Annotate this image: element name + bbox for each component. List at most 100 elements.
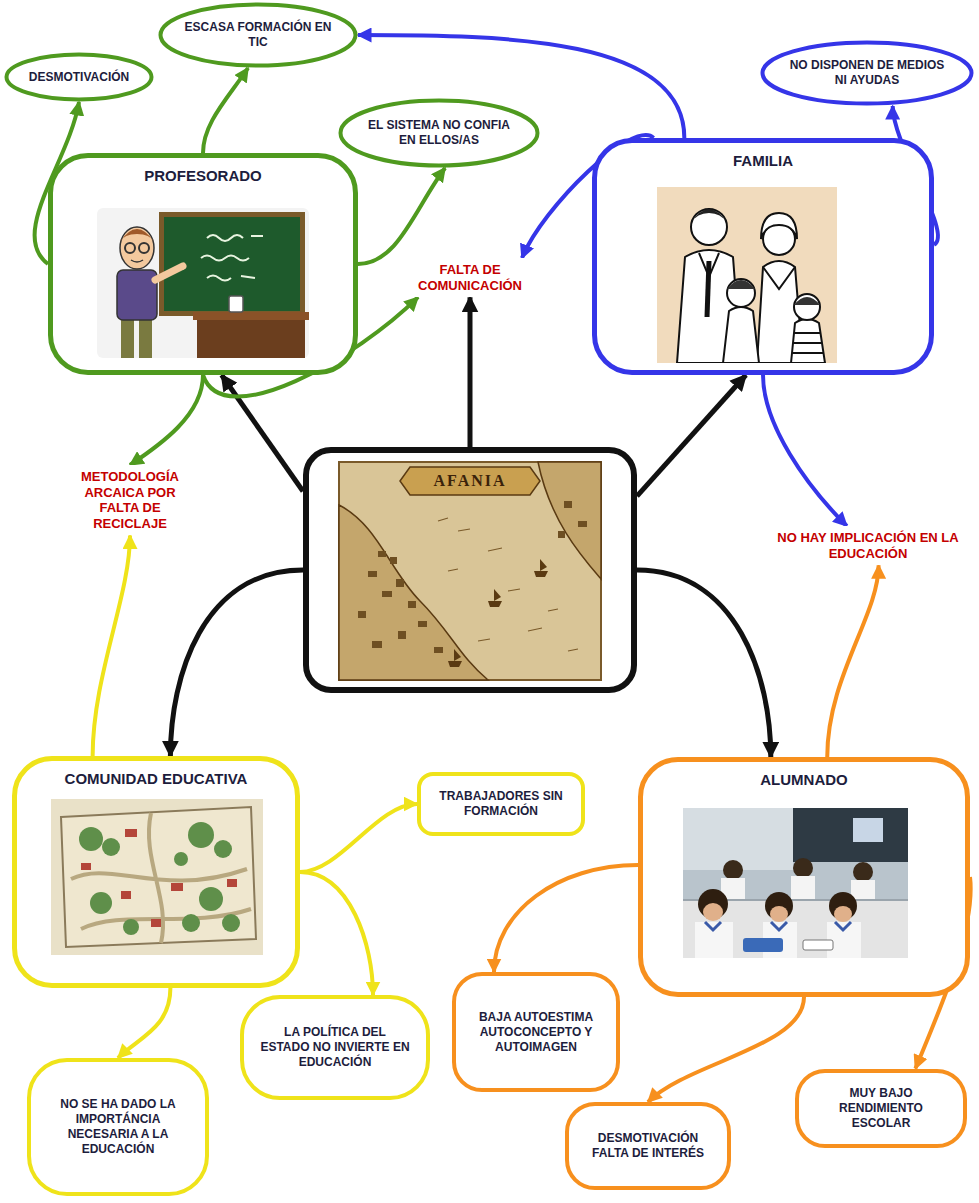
old-map-illustration-part <box>368 571 377 577</box>
effect-label: FALTA DE COMUNICACIÓN <box>405 258 535 297</box>
teacher-illustration-part <box>155 266 183 280</box>
family-illustration-part <box>707 261 709 317</box>
ellipse-text-area: ESCASA FORMACIÓN EN TIC <box>180 20 336 50</box>
community-map-illustration-part <box>188 822 214 848</box>
banner-title: AFANIA <box>309 470 631 492</box>
classroom-photo-illustration <box>683 808 908 958</box>
ellipse-text-area: DESMOTIVACIÓN <box>21 70 138 85</box>
family-illustration-part <box>723 307 759 363</box>
classroom-photo-illustration-part <box>695 922 733 958</box>
connector-arrow <box>637 375 746 496</box>
classroom-photo-illustration-part <box>853 818 883 842</box>
teacher-illustration-part <box>125 243 135 253</box>
cause-text: BAJA AUTOESTIMA AUTOCONCEPTO Y AUTOIMAGE… <box>472 1010 600 1055</box>
connector-arrow <box>763 375 847 526</box>
cause-ellipse: ESCASA FORMACIÓN EN TIC <box>158 2 358 68</box>
classroom-photo-illustration-part <box>705 922 721 930</box>
old-map-illustration-part <box>434 647 443 653</box>
old-map-illustration-part <box>438 518 578 651</box>
connector-arrow <box>300 804 417 872</box>
cause-text: DESMOTIVACIÓN <box>21 70 138 85</box>
old-map-illustration-part <box>488 589 502 607</box>
topic-heading: PROFESORADO <box>53 166 353 186</box>
family-illustration <box>657 187 837 363</box>
topic-box: COMUNIDAD EDUCATIVA <box>12 756 300 988</box>
teacher-illustration-part <box>201 235 263 281</box>
family-illustration-part <box>691 209 727 245</box>
family-illustration-part <box>727 279 755 307</box>
old-map-illustration-part <box>396 579 404 587</box>
teacher-illustration-part <box>229 296 243 312</box>
classroom-photo-illustration-part <box>743 938 783 952</box>
cause-text: NO DISPONEN DE MEDIOS NI AYUDAS <box>784 58 951 88</box>
cause-ellipse: NO DISPONEN DE MEDIOS NI AYUDAS <box>760 40 974 106</box>
old-map-illustration-part <box>538 462 601 579</box>
cause-text: LA POLÍTICA DEL ESTADO NO INVIERTE EN ED… <box>260 1025 410 1070</box>
classroom-photo-illustration-part <box>793 858 813 878</box>
cause-ellipse: DESMOTIVACIÓN <box>4 52 154 102</box>
family-illustration-part <box>657 187 837 363</box>
old-map-illustration-part <box>339 505 488 680</box>
old-map-illustration-part <box>378 551 386 557</box>
ellipse-stroke <box>161 5 356 66</box>
topic-heading: COMUNIDAD EDUCATIVA <box>17 769 295 789</box>
community-map-illustration-part <box>81 863 91 870</box>
old-map-illustration <box>338 461 602 681</box>
classroom-photo-illustration-part <box>835 922 851 930</box>
cause-text: MUY BAJO RENDIMIENTO ESCOLAR <box>815 1086 947 1131</box>
old-map-illustration-part <box>448 649 462 667</box>
ellipse-text-area: NO DISPONEN DE MEDIOS NI AYUDAS <box>784 58 951 88</box>
connector-arrow <box>494 865 638 972</box>
community-map-illustration-part <box>222 914 240 932</box>
old-map-illustration-part <box>564 501 572 508</box>
community-map-illustration-part <box>102 838 120 856</box>
effect-text: METODOLOGÍA ARCAICA POR FALTA DE RECICLA… <box>69 469 191 531</box>
teacher-illustration-part <box>121 316 134 358</box>
classroom-photo-illustration-part <box>834 906 852 922</box>
family-illustration-part <box>791 319 825 363</box>
connector-arrow <box>637 570 771 757</box>
community-map-illustration-part <box>121 891 131 899</box>
teacher-illustration <box>97 208 309 358</box>
cause-text: DESMOTIVACIÓN FALTA DE INTERÉS <box>585 1131 711 1161</box>
community-map-illustration-part <box>174 852 188 866</box>
community-map-illustration-part <box>151 919 161 927</box>
community-map-illustration-part <box>125 829 137 837</box>
old-map-illustration-part <box>558 531 565 538</box>
cause-box: MUY BAJO RENDIMIENTO ESCOLAR <box>795 1069 967 1148</box>
teacher-illustration-part <box>117 270 157 320</box>
community-map-illustration-part <box>90 892 112 914</box>
family-illustration-part <box>727 280 755 289</box>
classroom-photo-illustration-part <box>683 808 908 958</box>
cause-box: TRABAJADORES SIN FORMACIÓN <box>417 772 585 836</box>
community-map-illustration-part <box>71 813 251 943</box>
effect-label: METODOLOGÍA ARCAICA POR FALTA DE RECICLA… <box>65 465 195 535</box>
classroom-photo-illustration-part <box>791 876 815 902</box>
connector-arrow <box>827 565 878 757</box>
old-map-illustration-part <box>418 621 427 627</box>
old-map-illustration-part <box>372 641 382 648</box>
effect-text: NO HAY IMPLICACIÓN EN LA EDUCACIÓN <box>766 530 970 561</box>
classroom-photo-illustration-part <box>770 906 788 922</box>
classroom-photo-illustration-part <box>793 808 908 862</box>
connector-arrow <box>648 997 804 1102</box>
connector-arrow <box>118 988 170 1058</box>
connector-arrow <box>93 535 130 756</box>
topic-box: PROFESORADO <box>48 153 358 375</box>
topic-heading: ALUMNADO <box>643 770 965 790</box>
classroom-photo-illustration-part <box>853 862 873 882</box>
old-map-illustration-part <box>534 559 548 577</box>
old-map-illustration-part <box>408 601 416 608</box>
old-map-illustration-part <box>578 521 587 527</box>
community-map-illustration-part <box>81 829 237 927</box>
cause-box: BAJA AUTOESTIMA AUTOCONCEPTO Y AUTOIMAGE… <box>452 972 620 1092</box>
classroom-photo-illustration-part <box>703 903 723 921</box>
community-map-illustration-part <box>79 827 103 851</box>
topic-box: FAMILIA <box>592 138 934 375</box>
community-map-illustration-part <box>227 879 237 887</box>
teacher-illustration-part <box>197 320 305 358</box>
cause-text: ESCASA FORMACIÓN EN TIC <box>180 20 336 50</box>
cause-text: TRABAJADORES SIN FORMACIÓN <box>437 789 565 819</box>
teacher-illustration-part <box>120 227 154 269</box>
